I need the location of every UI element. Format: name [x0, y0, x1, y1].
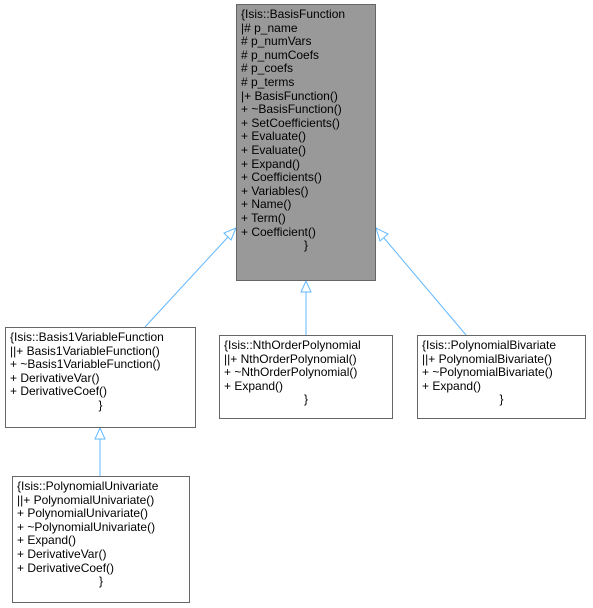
method-destructor: + ~Basis1VariableFunction()	[10, 357, 161, 372]
class-close-brace: }	[98, 397, 103, 412]
class-title: {Isis::Basis1VariableFunction	[10, 330, 164, 344]
class-title: {Isis::BasisFunction	[241, 7, 346, 21]
class-title: {Isis::PolynomialBivariate	[422, 338, 557, 352]
method-term: + Term()	[241, 210, 286, 225]
method-derivativevar: + DerivativeVar()	[17, 546, 107, 561]
edge-arrowhead-bivariate	[375, 227, 389, 242]
method-destructor: + ~PolynomialBivariate()	[422, 365, 553, 380]
method-coefficients: + Coefficients()	[241, 170, 322, 185]
class-title: {Isis::NthOrderPolynomial	[224, 338, 361, 352]
member-p-numcoefs: # p_numCoefs	[241, 47, 320, 62]
method-expand: + Expand()	[17, 533, 77, 548]
method-evaluate: + Evaluate()	[241, 142, 307, 157]
method-setcoefficients: + SetCoefficients()	[241, 115, 340, 130]
method-name: + Name()	[241, 197, 292, 212]
class-node-nth-order-polynomial[interactable]: {Isis::NthOrderPolynomial ||+ NthOrderPo…	[219, 335, 393, 419]
edge-bivariate-to-basis	[383, 237, 467, 336]
method-nthorderpolynomial: ||+ NthOrderPolynomial()	[224, 351, 357, 366]
method-evaluate: + Evaluate()	[241, 129, 307, 144]
member-p-terms: # p_terms	[241, 74, 295, 89]
method-expand: + Expand()	[422, 378, 482, 393]
class-node-polynomial-bivariate[interactable]: {Isis::PolynomialBivariate ||+ Polynomia…	[417, 335, 586, 419]
class-node-polynomial-univariate[interactable]: {Isis::PolynomialUnivariate ||+ Polynomi…	[12, 476, 190, 603]
method-polynomialunivariate: + PolynomialUnivariate()	[17, 506, 149, 521]
edge-arrowhead-univariate	[94, 426, 106, 440]
member-p-name: |# p_name	[241, 20, 298, 35]
edge-arrowhead-nth	[300, 279, 312, 293]
method-destructor: + ~PolynomialUnivariate()	[17, 519, 156, 534]
class-title: {Isis::PolynomialUnivariate	[17, 479, 159, 493]
method-basisfunction: |+ BasisFunction()	[241, 88, 338, 103]
method-destructor: + ~BasisFunction()	[241, 102, 342, 117]
method-destructor: + ~NthOrderPolynomial()	[224, 365, 358, 380]
class-close-brace: }	[303, 238, 308, 253]
method-variables: + Variables()	[241, 183, 309, 198]
class-close-brace: }	[98, 574, 103, 589]
method-coefficient: + Coefficient()	[241, 224, 316, 239]
method-basis1variablefunction: ||+ Basis1VariableFunction()	[10, 343, 160, 358]
class-close-brace: }	[499, 392, 504, 407]
edge-basis1-to-basis	[144, 236, 229, 328]
method-derivativecoef: + DerivativeCoef()	[17, 560, 115, 575]
member-p-numvars: # p_numVars	[241, 34, 312, 49]
class-node-basis-function[interactable]: {Isis::BasisFunction |# p_name # p_numVa…	[236, 4, 376, 281]
method-polynomialbivariate: ||+ PolynomialBivariate()	[422, 351, 552, 366]
method-derivativecoef: + DerivativeCoef()	[10, 384, 108, 399]
class-node-basis1-variable-function[interactable]: {Isis::Basis1VariableFunction ||+ Basis1…	[5, 327, 196, 428]
member-p-coefs: # p_coefs	[241, 61, 294, 76]
edge-arrowhead-basis1	[223, 227, 237, 241]
method-derivativevar: + DerivativeVar()	[10, 370, 100, 385]
method-polynomialunivariate: ||+ PolynomialUnivariate()	[17, 492, 155, 507]
class-close-brace: }	[303, 392, 308, 407]
method-expand: + Expand()	[224, 378, 284, 393]
method-expand: + Expand()	[241, 156, 301, 171]
